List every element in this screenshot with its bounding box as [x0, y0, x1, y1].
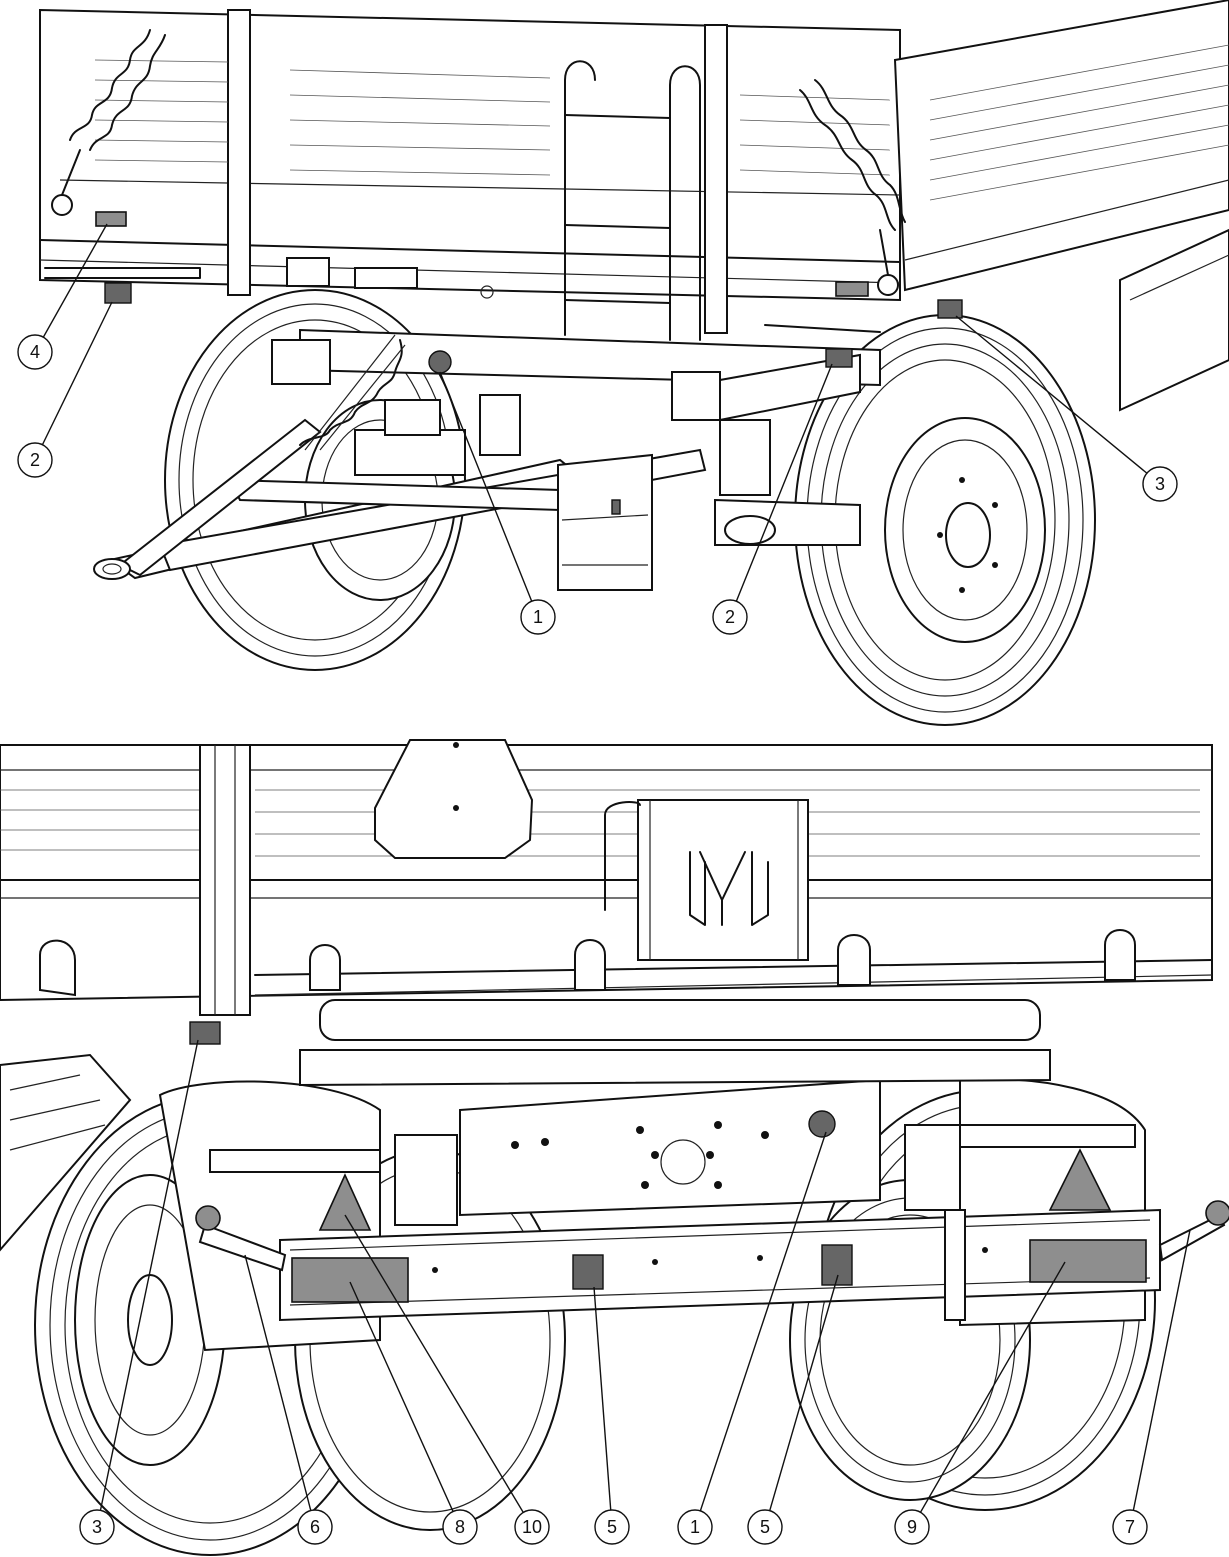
callouts-top: 4 2 1 2 3 [17, 334, 1178, 635]
callout-number: 3 [1155, 474, 1165, 494]
callout-1: 1 [520, 599, 556, 635]
callout-circle [894, 1509, 930, 1545]
callout-number: 8 [455, 1517, 465, 1537]
callout-2: 2 [712, 599, 748, 635]
callout-8: 8 [442, 1509, 478, 1545]
callout-2: 2 [17, 442, 53, 478]
callout-number: 1 [690, 1517, 700, 1537]
callout-1: 1 [677, 1509, 713, 1545]
callouts-bottom: 3 6 8 10 5 1 5 9 7 [79, 1509, 1148, 1545]
tipping-spring-right [799, 79, 906, 296]
callout-5: 5 [594, 1509, 630, 1545]
callout-5: 5 [747, 1509, 783, 1545]
callout-circle [520, 599, 556, 635]
callout-circle [17, 442, 53, 478]
wheel-right [794, 314, 1096, 726]
callout-circle [747, 1509, 783, 1545]
callout-circle [712, 599, 748, 635]
callout-number: 2 [725, 607, 735, 627]
top-view [34, 0, 1229, 726]
callout-number: 10 [522, 1517, 542, 1537]
tipping-spring-left [51, 29, 166, 216]
rear-side-body [0, 1053, 132, 1252]
callout-circle [677, 1509, 713, 1545]
callout-3: 3 [1142, 466, 1178, 502]
box-body [39, 8, 901, 341]
callout-number: 1 [533, 607, 543, 627]
callout-number: 2 [30, 450, 40, 470]
callout-circle [297, 1509, 333, 1545]
callout-circle [1142, 466, 1178, 502]
lamp-upper-left [189, 1021, 221, 1045]
drawbar-spring [299, 334, 406, 451]
callout-number: 7 [1125, 1517, 1135, 1537]
callout-7: 7 [1112, 1509, 1148, 1545]
callout-number: 9 [907, 1517, 917, 1537]
rear-chassis [209, 999, 1136, 1226]
callout-number: 5 [760, 1517, 770, 1537]
side-marker-lamps [195, 1200, 1229, 1272]
callout-circle [1112, 1509, 1148, 1545]
callout-10: 10 [514, 1509, 550, 1545]
callout-circle [594, 1509, 630, 1545]
callout-circle [79, 1509, 115, 1545]
bottom-view [0, 739, 1229, 1556]
rear-light-bar [279, 1208, 1161, 1322]
callout-circle [442, 1509, 478, 1545]
reflector-triangles [318, 1148, 1112, 1231]
callout-3: 3 [79, 1509, 115, 1545]
rear-body [0, 739, 1213, 1016]
side-body [893, 0, 1229, 412]
callout-number: 6 [310, 1517, 320, 1537]
top-leaders [34, 223, 1161, 618]
callout-number: 5 [607, 1517, 617, 1537]
callout-number: 3 [92, 1517, 102, 1537]
lamps-top [44, 211, 963, 374]
bottom-leaders [96, 1039, 1191, 1528]
callout-4: 4 [17, 334, 53, 370]
callout-number: 4 [30, 342, 40, 362]
callout-6: 6 [297, 1509, 333, 1545]
step-ladder [557, 453, 653, 591]
callout-circle [17, 334, 53, 370]
callout-9: 9 [894, 1509, 930, 1545]
callout-circle [514, 1509, 550, 1545]
